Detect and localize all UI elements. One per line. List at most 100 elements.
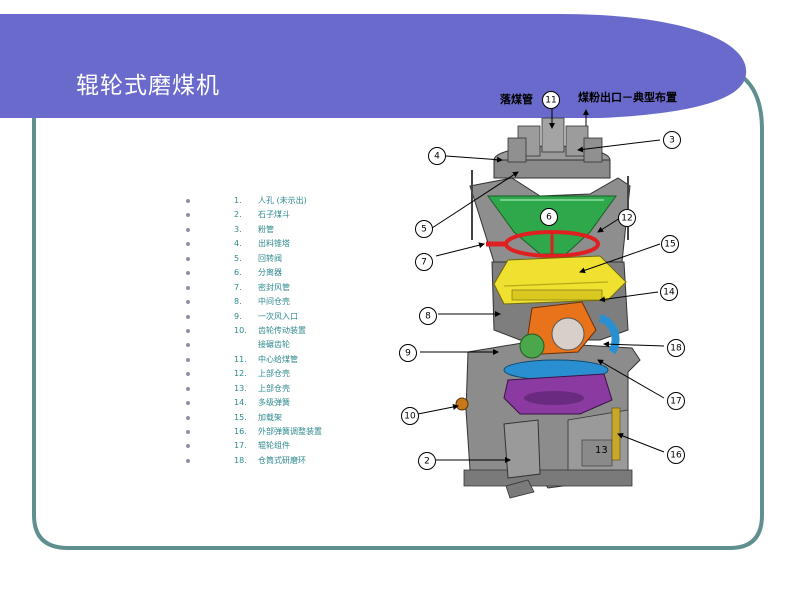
callout-number: 7 xyxy=(421,258,427,268)
callout-number: 16 xyxy=(670,451,682,461)
legend-item-number: 12. xyxy=(234,369,247,379)
legend-item-text: 中心给煤管 xyxy=(258,354,298,364)
pulverized-outlet-label: 煤粉出口－典型布置 xyxy=(578,90,677,104)
callout-7: 7 xyxy=(415,253,433,271)
callout-circle xyxy=(399,344,417,362)
legend-item-text: 仓筒式研磨环 xyxy=(258,455,306,465)
callout-15: 15 xyxy=(661,235,679,253)
legend-item-number: 3. xyxy=(234,224,242,234)
bullet-icon xyxy=(186,401,190,406)
bullet-icon xyxy=(186,242,190,247)
legend-item-text: 上部仓壳 xyxy=(258,369,290,379)
callout-6: 6 xyxy=(540,208,558,226)
legend-item-text: 人孔 (未示出) xyxy=(258,196,307,205)
legend-item-text: 辊轮组件 xyxy=(258,441,290,451)
bullet-icon xyxy=(186,300,190,305)
callout-circle xyxy=(661,235,679,253)
callout-18: 18 xyxy=(667,339,685,357)
callout-8: 8 xyxy=(419,307,437,325)
bullet-icon xyxy=(186,285,190,290)
callout-number: 11 xyxy=(545,96,556,106)
legend-item-number: 14. xyxy=(234,398,247,408)
callout-circle xyxy=(667,392,685,410)
callout-number: 18 xyxy=(670,344,682,354)
callout-number: 14 xyxy=(663,288,675,298)
callout-circle xyxy=(415,220,433,238)
legend-item-number: 17. xyxy=(234,441,247,451)
title-banner xyxy=(0,14,747,118)
content-frame xyxy=(32,68,764,550)
callout-13-text: 13 xyxy=(595,445,608,456)
bullet-icon xyxy=(186,444,190,449)
legend-item-text: 密封风管 xyxy=(258,282,290,292)
callout-circle xyxy=(419,307,437,325)
legend-item-text: 齿轮传动装置 xyxy=(258,325,306,335)
legend-item-text: 分离器 xyxy=(258,268,282,278)
callout-10: 10 xyxy=(401,407,419,425)
callout-circle xyxy=(428,147,446,165)
slide-title: 辊轮式磨煤机 xyxy=(76,73,220,99)
callout-number: 4 xyxy=(434,152,440,162)
callout-3: 3 xyxy=(663,131,681,149)
legend-item-text: 出料锥塔 xyxy=(258,239,290,249)
legend-item-number: 2. xyxy=(234,210,242,220)
callout-number: 9 xyxy=(405,349,411,359)
callout-number: 17 xyxy=(670,397,681,407)
legend-item-number: 7. xyxy=(234,282,242,292)
legend-item-number: 9. xyxy=(234,311,242,321)
callout-11: 11 xyxy=(542,91,560,109)
bullet-icon xyxy=(186,357,190,362)
legend-item-number: 13. xyxy=(234,383,247,393)
callout-circle xyxy=(618,209,636,227)
callout-4: 4 xyxy=(428,147,446,165)
legend-item-number: 16. xyxy=(234,427,247,436)
callout-number: 12 xyxy=(621,214,632,224)
legend-item-text: 上部仓壳 xyxy=(258,383,290,393)
legend-item-number: 15. xyxy=(234,412,247,422)
callout-number: 5 xyxy=(421,225,427,235)
callout-circle xyxy=(418,452,436,470)
legend-item-number: 5. xyxy=(234,253,242,263)
callout-number: 3 xyxy=(669,136,675,146)
bullet-icon xyxy=(186,213,190,218)
legend-item-number: 1. xyxy=(234,196,242,205)
callout-16: 16 xyxy=(667,446,685,464)
roller-assembly xyxy=(519,301,597,359)
legend-item-text: 回转阀 xyxy=(258,253,282,263)
callout-circle xyxy=(542,91,560,109)
legend-item-text: 粉管 xyxy=(258,224,274,234)
bullet-icon xyxy=(186,328,190,333)
bullet-icon xyxy=(186,430,190,434)
callout-circle xyxy=(667,339,685,357)
callout-number: 2 xyxy=(424,457,430,467)
legend-item-text: 中间仓壳 xyxy=(258,297,290,307)
coal-drop-pipe-label: 落煤管 xyxy=(500,92,533,106)
legend-item-text: 多级弹簧 xyxy=(258,398,290,408)
legend-item-text: 石子煤斗 xyxy=(258,210,290,220)
legend-item-text: 加载架 xyxy=(258,412,282,422)
callout-number: 6 xyxy=(546,213,552,223)
callout-14: 14 xyxy=(660,283,678,301)
bowl-gear xyxy=(503,373,613,415)
callout-circle xyxy=(660,283,678,301)
loading-frame xyxy=(493,255,627,305)
callout-number: 10 xyxy=(404,412,416,422)
bullet-icon xyxy=(186,227,190,232)
legend-item-text: 接碾齿轮 xyxy=(258,340,290,350)
legend-item-text: 一次风入口 xyxy=(258,311,298,321)
callout-circle xyxy=(401,407,419,425)
bullet-icon xyxy=(186,372,190,377)
callout-9: 9 xyxy=(399,344,417,362)
callout-number: 8 xyxy=(425,312,431,322)
callout-circle xyxy=(415,253,433,271)
legend-item-number: 11. xyxy=(234,354,247,364)
legend-item-number: 18. xyxy=(234,455,247,465)
legend-item-number: 8. xyxy=(234,297,242,307)
bullet-icon xyxy=(186,314,190,319)
bullet-icon xyxy=(186,199,190,203)
legend-item-text: 外部弹簧调整装置 xyxy=(258,427,322,436)
legend-item-number: 10. xyxy=(234,325,247,335)
legend-item-number: 6. xyxy=(234,268,242,278)
callout-circle xyxy=(540,208,558,226)
